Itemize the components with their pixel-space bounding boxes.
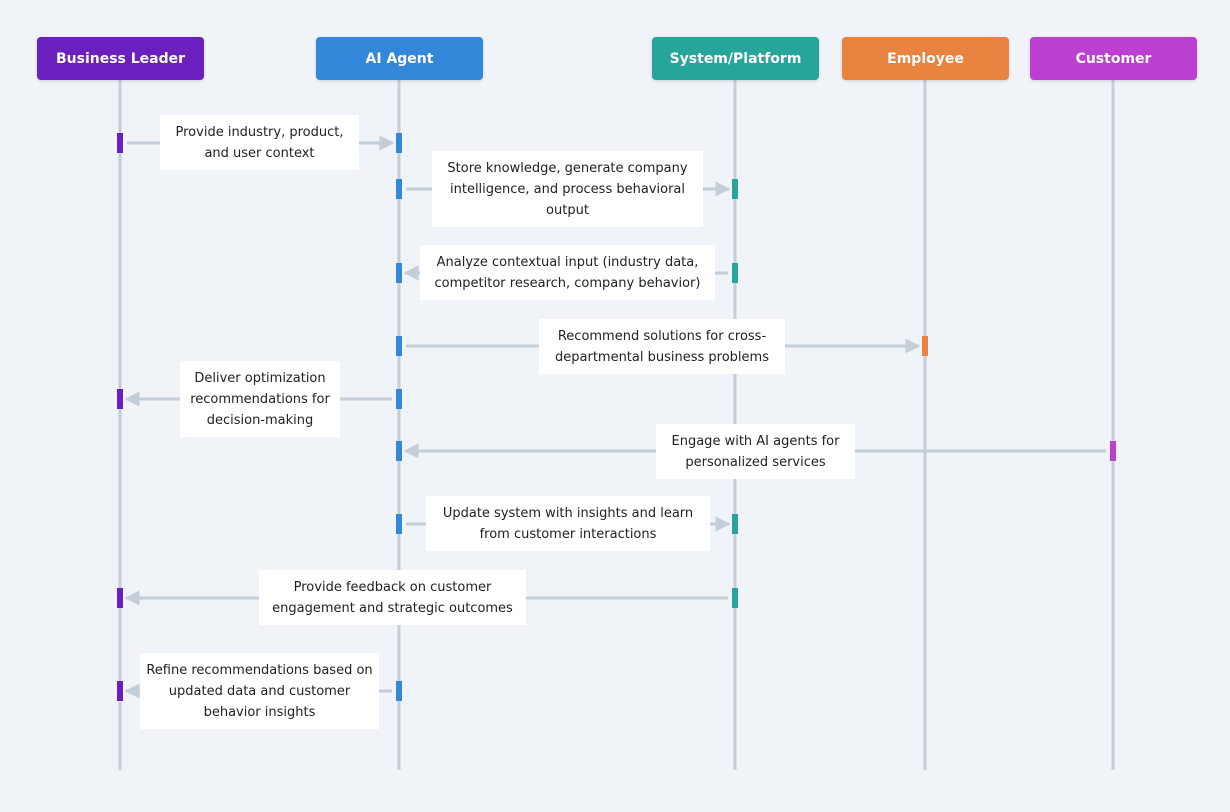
actor-customer: Customer bbox=[1030, 37, 1197, 80]
activation-marker-customer bbox=[1110, 441, 1116, 461]
activation-marker-system-platform bbox=[732, 514, 738, 534]
message-label-8: Provide feedback on customer engagement … bbox=[259, 570, 526, 625]
activation-marker-ai-agent bbox=[396, 336, 402, 356]
activation-marker-ai-agent bbox=[396, 133, 402, 153]
activation-marker-business-leader bbox=[117, 133, 123, 153]
message-label-6: Engage with AI agents for personalized s… bbox=[656, 424, 855, 479]
activation-marker-employee bbox=[922, 336, 928, 356]
activation-marker-business-leader bbox=[117, 389, 123, 409]
message-label-7: Update system with insights and learn fr… bbox=[426, 496, 710, 551]
message-label-2: Store knowledge, generate company intell… bbox=[432, 151, 703, 227]
message-label-1: Provide industry, product, and user cont… bbox=[160, 115, 359, 170]
activation-marker-ai-agent bbox=[396, 681, 402, 701]
activation-marker-ai-agent bbox=[396, 441, 402, 461]
message-label-3: Analyze contextual input (industry data,… bbox=[420, 245, 715, 300]
activation-marker-system-platform bbox=[732, 588, 738, 608]
actor-employee: Employee bbox=[842, 37, 1009, 80]
actor-system-platform: System/Platform bbox=[652, 37, 819, 80]
activation-marker-ai-agent bbox=[396, 514, 402, 534]
activation-marker-ai-agent bbox=[396, 179, 402, 199]
activation-marker-ai-agent bbox=[396, 263, 402, 283]
activation-marker-ai-agent bbox=[396, 389, 402, 409]
message-label-9: Refine recommendations based on updated … bbox=[140, 653, 379, 729]
activation-marker-system-platform bbox=[732, 263, 738, 283]
activation-marker-business-leader bbox=[117, 681, 123, 701]
message-label-5: Deliver optimization recommendations for… bbox=[180, 361, 340, 437]
actor-business-leader: Business Leader bbox=[37, 37, 204, 80]
actor-ai-agent: AI Agent bbox=[316, 37, 483, 80]
activation-marker-business-leader bbox=[117, 588, 123, 608]
activation-marker-system-platform bbox=[732, 179, 738, 199]
message-label-4: Recommend solutions for cross-department… bbox=[539, 319, 785, 374]
